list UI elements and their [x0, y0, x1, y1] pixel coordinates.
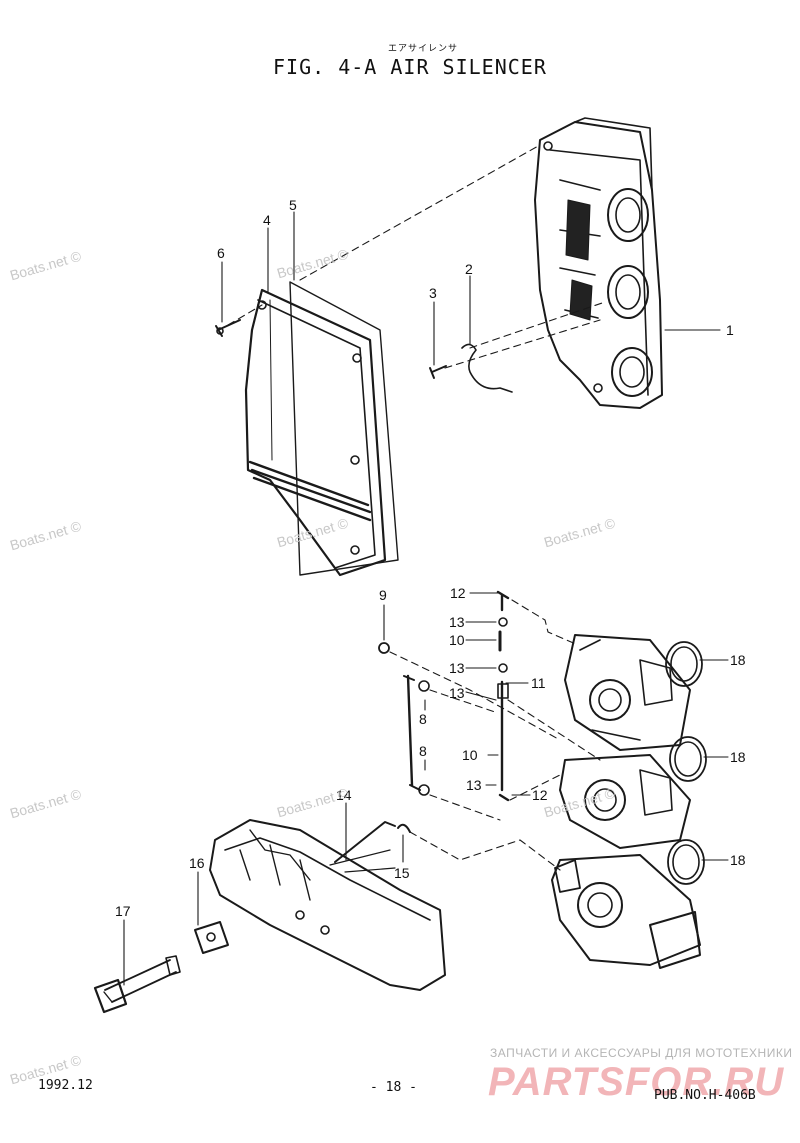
assembly-lines-lower — [389, 599, 601, 871]
callout-10-upper: 10 — [449, 632, 465, 648]
lower-bracket — [93, 819, 446, 1014]
callout-5: 5 — [289, 197, 297, 213]
callout-16: 16 — [189, 855, 205, 871]
small-fasteners — [215, 319, 513, 393]
callout-11: 11 — [531, 675, 546, 691]
linkage-parts — [378, 590, 510, 833]
callout-13-d: 13 — [466, 777, 482, 793]
callout-15: 15 — [394, 865, 410, 881]
callout-17: 17 — [115, 903, 131, 919]
callout-2: 2 — [465, 261, 473, 277]
assembly-lines-upper — [227, 144, 606, 369]
callout-18-b: 18 — [730, 749, 746, 765]
figure-title: FIG. 4-A AIR SILENCER — [273, 55, 547, 79]
callout-3: 3 — [429, 285, 437, 301]
footer-publication-number: PUB.NO.H-406B — [654, 1088, 756, 1103]
manifold-plate — [534, 117, 663, 409]
callout-18-a: 18 — [730, 652, 746, 668]
brand-logo: PARTSFOR.RU — [488, 1060, 785, 1104]
footer-page-number: - 18 - — [370, 1080, 417, 1095]
silencer-cover — [244, 281, 399, 577]
callout-8-lower: 8 — [419, 743, 427, 759]
callout-12-lower: 12 — [532, 787, 548, 803]
callout-12-upper: 12 — [450, 585, 466, 601]
callout-13-c: 13 — [449, 685, 465, 701]
callouts: 1 2 3 4 5 6 8 8 9 10 10 11 12 12 13 13 1… — [115, 197, 746, 919]
callout-13-a: 13 — [449, 614, 465, 630]
leader-lines — [123, 211, 729, 986]
callout-1: 1 — [726, 322, 734, 338]
callout-18-c: 18 — [730, 852, 746, 868]
callout-6: 6 — [217, 245, 225, 261]
carburetor-stack — [551, 634, 707, 969]
callout-14: 14 — [336, 787, 352, 803]
brand-subtitle: ЗАПЧАСТИ И АКСЕССУАРЫ ДЛЯ МОТОТЕХНИКИ — [490, 1046, 793, 1060]
callout-8-upper: 8 — [419, 711, 427, 727]
callout-13-b: 13 — [449, 660, 465, 676]
callout-9: 9 — [379, 587, 387, 603]
callout-4: 4 — [263, 212, 271, 228]
callout-10-lower: 10 — [462, 747, 478, 763]
title-kana: エアサイレンサ — [388, 44, 459, 54]
footer-date: 1992.12 — [38, 1078, 93, 1093]
